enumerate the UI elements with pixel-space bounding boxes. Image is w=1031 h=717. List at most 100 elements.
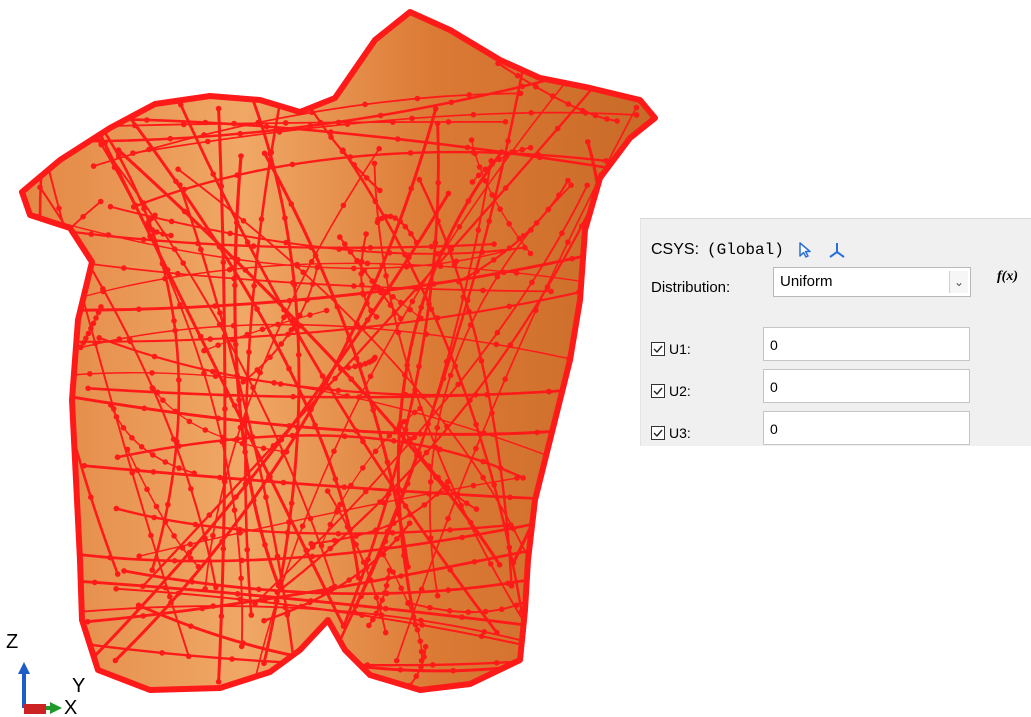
mesh-node (420, 393, 427, 400)
mesh-node (447, 567, 454, 573)
mesh-node (175, 270, 181, 277)
mesh-node (383, 213, 389, 220)
chevron-down-icon[interactable]: ⌄ (949, 271, 968, 293)
mesh-node (418, 586, 425, 593)
mesh-node (81, 462, 88, 469)
mesh-node (147, 233, 153, 239)
mesh-node (188, 623, 194, 629)
u1-input[interactable]: 0 (763, 327, 970, 361)
mesh-node (563, 570, 569, 576)
mesh-node (202, 535, 208, 541)
mesh-node (404, 480, 411, 487)
mesh-node (351, 162, 358, 168)
mesh-node (382, 605, 389, 612)
mesh-node (88, 325, 94, 332)
mesh-node (617, 649, 623, 656)
mesh-node (499, 248, 506, 255)
mesh-node (278, 436, 285, 443)
mesh-node (633, 104, 640, 111)
mesh-node (295, 352, 302, 358)
mesh-node (431, 281, 437, 287)
mesh-node (427, 604, 433, 611)
mesh-node (378, 709, 384, 715)
mesh-node (516, 235, 523, 242)
mesh-node (136, 553, 142, 559)
mesh-node (434, 593, 441, 599)
mesh-node (168, 599, 174, 606)
mesh-node (361, 291, 367, 298)
distribution-select[interactable]: Uniform ⌄ (773, 267, 971, 297)
mesh-node (358, 258, 365, 265)
mesh-node (519, 146, 526, 153)
mesh-node (140, 236, 147, 243)
mesh-node (501, 269, 507, 276)
mesh-node (289, 73, 296, 79)
mesh-node (347, 154, 354, 160)
mesh-node (186, 549, 193, 556)
mesh-node (148, 215, 154, 222)
mesh-node (129, 470, 135, 476)
mesh-node (528, 110, 534, 116)
mesh-node (267, 151, 274, 157)
mesh-node (568, 182, 574, 188)
mesh-node (397, 420, 404, 427)
mesh-node (358, 271, 365, 277)
mesh-node (489, 192, 495, 198)
mesh-node (216, 243, 223, 250)
mesh-node (370, 407, 377, 413)
function-button[interactable]: f(x) (997, 269, 1018, 284)
mesh-node (186, 418, 193, 425)
mesh-node (171, 246, 178, 252)
mesh-node (416, 176, 423, 183)
mesh-node (288, 327, 295, 333)
mesh-node (476, 164, 483, 170)
arrow-pointer-icon[interactable] (794, 239, 816, 261)
u1-checkbox[interactable] (651, 342, 665, 356)
mesh-node (467, 397, 473, 404)
mesh-node (497, 465, 504, 471)
datum-csys-icon[interactable] (826, 239, 848, 261)
mesh-node (281, 314, 287, 321)
mesh-node (181, 208, 188, 215)
mesh-node (471, 559, 478, 565)
mesh-node (51, 351, 57, 358)
mesh-node (132, 122, 138, 129)
mesh-node (417, 405, 423, 412)
mesh-node (466, 308, 472, 315)
mesh-node (252, 600, 258, 607)
mesh-node (250, 243, 257, 249)
mesh-node (165, 501, 171, 508)
mesh-node (175, 166, 181, 172)
mesh-node (367, 373, 374, 380)
mesh-node (385, 575, 392, 581)
mesh-node (435, 179, 442, 186)
mesh-node (562, 440, 568, 447)
mesh-node (566, 74, 573, 81)
mesh-node (63, 393, 70, 399)
mesh-node (217, 474, 223, 481)
mesh-node (386, 433, 393, 439)
mesh-node (460, 294, 467, 300)
mesh-node (467, 519, 474, 526)
u2-checkbox[interactable] (651, 384, 665, 398)
mesh-node (121, 265, 127, 271)
u3-input[interactable]: 0 (763, 411, 970, 445)
mesh-node (565, 101, 572, 107)
mesh-node (491, 257, 497, 263)
mesh-node (396, 511, 402, 518)
mesh-node (556, 192, 562, 198)
u2-label: U2: (669, 383, 691, 399)
mesh-node (97, 198, 104, 205)
csys-label: CSYS: (651, 241, 700, 258)
mesh-node (150, 469, 157, 475)
u3-checkbox[interactable] (651, 426, 665, 440)
u2-input[interactable]: 0 (763, 369, 970, 403)
mesh-model[interactable] (0, 0, 680, 717)
mesh-node (591, 591, 597, 597)
mesh-node (337, 234, 343, 240)
mesh-node (527, 144, 534, 151)
mesh-node (141, 405, 148, 412)
mesh-node (579, 384, 586, 391)
mesh-node (473, 506, 480, 512)
